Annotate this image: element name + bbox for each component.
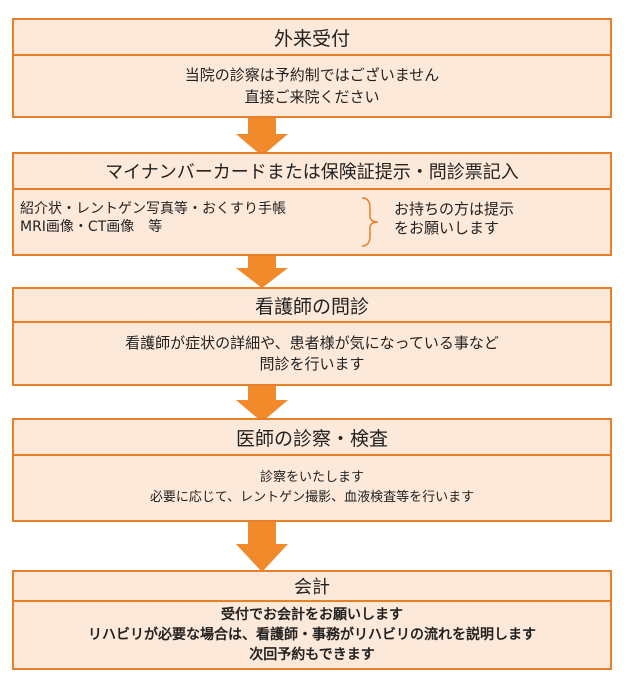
step-body: 当院の診察は予約制ではございません 直接ご来院ください bbox=[14, 56, 610, 116]
documents-list: 紹介状・レントゲン写真等・おくすり手帳 MRI画像・CT画像 等 bbox=[20, 200, 286, 236]
step-body: 診察をいたします 必要に応じて、レントゲン撮影、血液検査等を行います bbox=[14, 456, 610, 520]
step-text-line: 診察をいたします bbox=[259, 470, 364, 485]
step-title: 会計 bbox=[294, 577, 330, 598]
step-title-box: 医師の診察・検査 bbox=[14, 420, 610, 456]
step-text-line: リハビリが必要な場合は、看護師・事務がリハビリの流れを説明します bbox=[88, 627, 536, 643]
present-note-line: をお願いします bbox=[394, 219, 500, 237]
step-text-line: 受付でお会計をお願いします bbox=[221, 607, 403, 623]
step-doctor-exam: 医師の診察・検査 診察をいたします 必要に応じて、レントゲン撮影、血液検査等を行… bbox=[12, 418, 612, 522]
step-text-line: 直接ご来院ください bbox=[244, 88, 380, 106]
down-arrow-icon bbox=[236, 522, 288, 572]
step-nurse-interview: 看護師の問診 看護師が症状の詳細や、患者様が気になっている事など 問診を行います bbox=[12, 287, 612, 386]
step-title-box: 看護師の問診 bbox=[14, 289, 610, 323]
step-body: 看護師が症状の詳細や、患者様が気になっている事など 問診を行います bbox=[14, 323, 610, 384]
step-title: 看護師の問診 bbox=[254, 295, 369, 318]
step-title: マイナンバーカードまたは保険証提示・問診票記入 bbox=[105, 162, 519, 183]
document-item: 紹介状・レントゲン写真等・おくすり手帳 bbox=[20, 201, 286, 217]
step-text-line: 看護師が症状の詳細や、患者様が気になっている事など bbox=[125, 333, 499, 352]
step-title: 外来受付 bbox=[273, 27, 350, 50]
brace-icon bbox=[361, 197, 379, 247]
step-body: 受付でお会計をお願いします リハビリが必要な場合は、看護師・事務がリハビリの流れ… bbox=[14, 602, 610, 668]
step-documents: マイナンバーカードまたは保険証提示・問診票記入 紹介状・レントゲン写真等・おくす… bbox=[12, 152, 612, 256]
step-body: 紹介状・レントゲン写真等・おくすり手帳 MRI画像・CT画像 等 お持ちの方は提… bbox=[14, 190, 610, 254]
down-arrow-icon bbox=[236, 386, 288, 422]
present-note: お持ちの方は提示 をお願いします bbox=[394, 200, 514, 238]
step-text-line: 次回予約もできます bbox=[249, 647, 375, 663]
step-reception: 外来受付 当院の診察は予約制ではございません 直接ご来院ください bbox=[12, 18, 612, 118]
step-text-line: 必要に応じて、レントゲン撮影、血液検査等を行います bbox=[149, 490, 475, 505]
down-arrow-icon bbox=[236, 118, 288, 156]
step-text-line: 当院の診察は予約制ではございません bbox=[184, 66, 440, 84]
step-title-box: マイナンバーカードまたは保険証提示・問診票記入 bbox=[14, 154, 610, 190]
step-title: 医師の診察・検査 bbox=[235, 427, 388, 450]
present-note-line: お持ちの方は提示 bbox=[394, 200, 515, 218]
document-item: MRI画像・CT画像 等 bbox=[20, 219, 163, 235]
step-title-box: 外来受付 bbox=[14, 20, 610, 56]
step-title-box: 会計 bbox=[14, 572, 610, 602]
step-payment: 会計 受付でお会計をお願いします リハビリが必要な場合は、看護師・事務がリハビリ… bbox=[12, 570, 612, 670]
down-arrow-icon bbox=[236, 256, 288, 288]
step-text-line: 問診を行います bbox=[259, 354, 365, 373]
